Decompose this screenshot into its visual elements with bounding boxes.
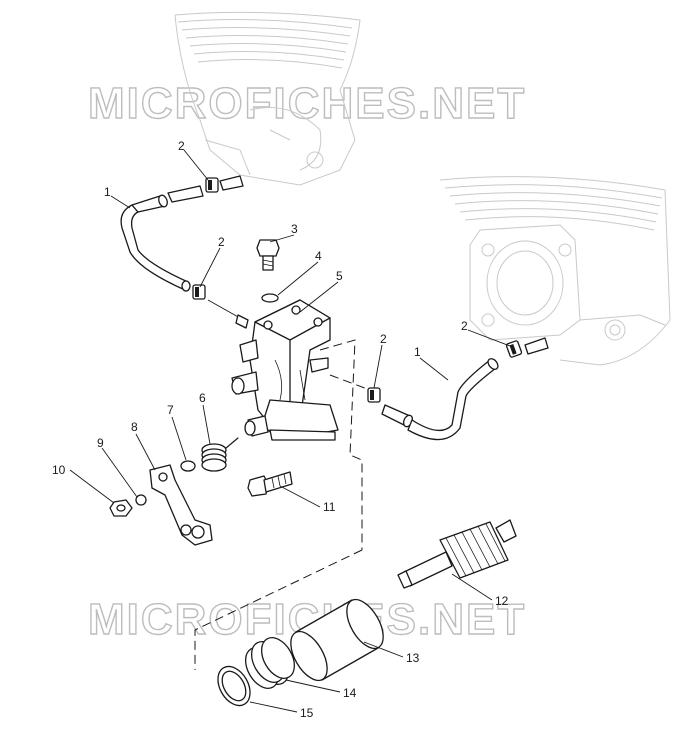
callout-1-right: 1 <box>414 345 421 359</box>
control-lever <box>149 464 213 546</box>
oil-line-left <box>120 185 204 292</box>
alignment-line-a <box>319 339 363 550</box>
leader-lines <box>69 149 511 713</box>
callout-11: 11 <box>323 500 336 514</box>
hose-clamp-right <box>505 337 549 358</box>
callout-3: 3 <box>291 222 298 236</box>
hose-clamp-mid <box>367 387 381 403</box>
drive-gear <box>397 519 517 589</box>
banjo-bolt <box>256 239 280 271</box>
callout-8: 8 <box>131 420 138 434</box>
lock-nut <box>109 499 133 517</box>
callout-2-top: 2 <box>178 139 185 153</box>
o-ring <box>217 665 251 707</box>
callout-9: 9 <box>97 436 104 450</box>
callout-15: 15 <box>300 706 314 720</box>
callout-6: 6 <box>199 391 206 405</box>
callout-4: 4 <box>315 249 322 263</box>
callout-2-right: 2 <box>461 319 468 333</box>
engine-cylinder-right <box>439 176 671 366</box>
oil-pump-assembly <box>231 299 339 441</box>
flat-washer <box>135 494 147 506</box>
callout-10: 10 <box>52 463 66 477</box>
callout-13: 13 <box>406 651 420 665</box>
engine-cylinder-top <box>174 11 361 186</box>
callout-7: 7 <box>167 403 174 417</box>
callout-12: 12 <box>495 594 509 608</box>
mounting-bolt <box>247 471 293 497</box>
callout-1-left: 1 <box>104 185 111 199</box>
return-spring <box>201 437 239 472</box>
sealing-washer <box>261 293 279 303</box>
hose-clamp-top <box>205 175 244 193</box>
callout-5: 5 <box>336 269 343 283</box>
compression-spring <box>244 637 296 689</box>
callout-2-left: 2 <box>218 235 225 249</box>
callout-2-mid: 2 <box>380 332 387 346</box>
hose-clamp-left <box>192 284 249 329</box>
alignment-line-c <box>329 374 371 391</box>
alignment-line-b <box>194 549 363 670</box>
callout-14: 14 <box>343 686 357 700</box>
watermark-top: MICROFICHES.NET <box>88 79 526 128</box>
oil-line-right <box>381 358 499 441</box>
gear-sleeve <box>290 598 384 682</box>
spring-washer <box>180 460 196 472</box>
